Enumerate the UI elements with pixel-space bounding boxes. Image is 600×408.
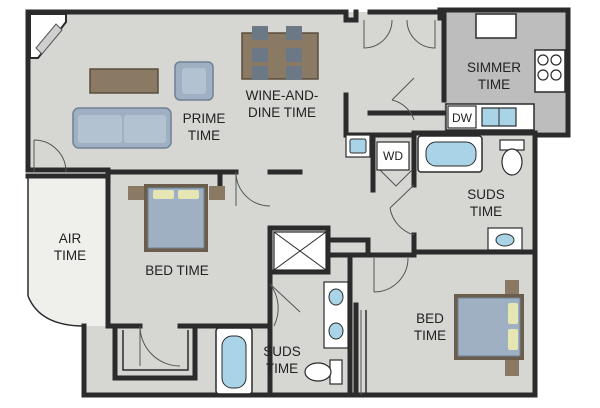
- label-simmer-line1: SIMMER: [467, 60, 521, 75]
- label-wine-line2: DINE TIME: [248, 105, 316, 120]
- lower-toilet-bowl: [304, 362, 332, 382]
- fridge: [475, 13, 517, 39]
- bed-right-pillow-2: [508, 329, 518, 350]
- nightstand-right-2: [505, 360, 519, 376]
- chair-4: [286, 48, 302, 62]
- burner-1: [537, 54, 549, 66]
- label-bed-right-line1: BED: [416, 311, 444, 326]
- lower-sink-1: [328, 288, 344, 306]
- bed-right: [454, 280, 524, 376]
- label-simmer-line2: TIME: [478, 77, 510, 92]
- label-air-line1: AIR: [59, 231, 82, 246]
- door-swing-bed-right: [373, 257, 409, 293]
- wall-top-left: [25, 9, 359, 23]
- label-wine-line1: WINE-AND-: [246, 88, 319, 103]
- label-prime-line1: PRIME: [183, 111, 226, 126]
- label-bed-left: BED TIME: [145, 263, 209, 278]
- upper-tub-water: [425, 141, 477, 167]
- washer-dryer: [376, 141, 410, 171]
- chair-1: [252, 26, 268, 40]
- label-suds-lower-line1: SUDS: [263, 344, 301, 359]
- upper-vanity-sink: [495, 233, 515, 247]
- chair-3: [252, 48, 268, 62]
- wall-closet-a: [112, 327, 198, 381]
- dishwasher-label: DW: [452, 111, 473, 125]
- media-console: [89, 68, 159, 94]
- lower-bath-fixtures: [215, 231, 349, 395]
- burner-3: [537, 69, 549, 81]
- nightstand-right-1: [505, 280, 519, 296]
- door-swing-closet-a: [139, 325, 181, 367]
- bed-right-pillow-1: [508, 303, 518, 324]
- wall-hall-mid: [325, 237, 371, 258]
- door-swing-entry-2: [406, 19, 436, 49]
- sofa-cushion-2: [124, 115, 166, 143]
- door-swing-entry: [363, 19, 393, 49]
- label-prime-line2: TIME: [188, 128, 220, 143]
- door-swing-lower-bath: [269, 283, 301, 327]
- laundry: WD: [345, 134, 410, 171]
- interior-floor: [28, 10, 568, 395]
- chair-2: [286, 26, 302, 40]
- label-bed-right-line2: TIME: [414, 328, 446, 343]
- patio-floor: [28, 176, 108, 326]
- wall-bottom-left: [81, 323, 303, 398]
- label-suds-upper-line1: SUDS: [467, 187, 505, 202]
- label-air-line2: TIME: [54, 248, 86, 263]
- dining-set: [241, 26, 319, 80]
- shower-x-2: [273, 231, 327, 271]
- bed-left-pillow-1: [153, 190, 174, 199]
- living-furniture: [29, 13, 214, 149]
- door-swing-upper-bath: [389, 184, 415, 236]
- door-swing-hall: [391, 77, 415, 121]
- armchair-seat: [182, 68, 206, 94]
- burner-2: [550, 54, 562, 66]
- wall-bottom-right: [297, 252, 538, 398]
- burner-4: [550, 69, 562, 81]
- label-suds-lower-line2: TIME: [266, 361, 298, 376]
- doors: [33, 19, 436, 395]
- door-swing-laundry: [379, 169, 413, 187]
- upper-bath-fixtures: [417, 135, 525, 251]
- door-swing-bed-left: [235, 171, 271, 207]
- nightstand-left-2: [209, 186, 225, 200]
- wall-closet-a-inner: [122, 330, 189, 371]
- lower-sink-2: [328, 322, 344, 340]
- kitchen-fixtures: DW: [445, 13, 566, 131]
- label-suds-upper-line2: TIME: [470, 204, 502, 219]
- wall-shower: [267, 225, 331, 275]
- utility-sink: [349, 138, 367, 154]
- nightstand-left-1: [128, 186, 144, 200]
- patio-curve: [27, 295, 85, 327]
- walls: [25, 7, 571, 398]
- chair-5: [252, 66, 268, 80]
- door-swing-prime: [33, 139, 67, 173]
- lower-toilet-tank: [329, 359, 343, 385]
- upper-toilet-bowl: [501, 148, 523, 176]
- sofa-cushion-1: [78, 115, 122, 143]
- room-labels: AIR TIME PRIME TIME WINE-AND- DINE TIME …: [54, 60, 521, 376]
- bed-left-pillow-2: [178, 190, 199, 199]
- lower-tub-water: [221, 335, 247, 389]
- washer-dryer-label: WD: [383, 149, 403, 163]
- dishwasher: [447, 105, 477, 129]
- chair-6: [286, 66, 302, 80]
- bed-left: [128, 184, 225, 252]
- fireplace-inner: [35, 23, 63, 55]
